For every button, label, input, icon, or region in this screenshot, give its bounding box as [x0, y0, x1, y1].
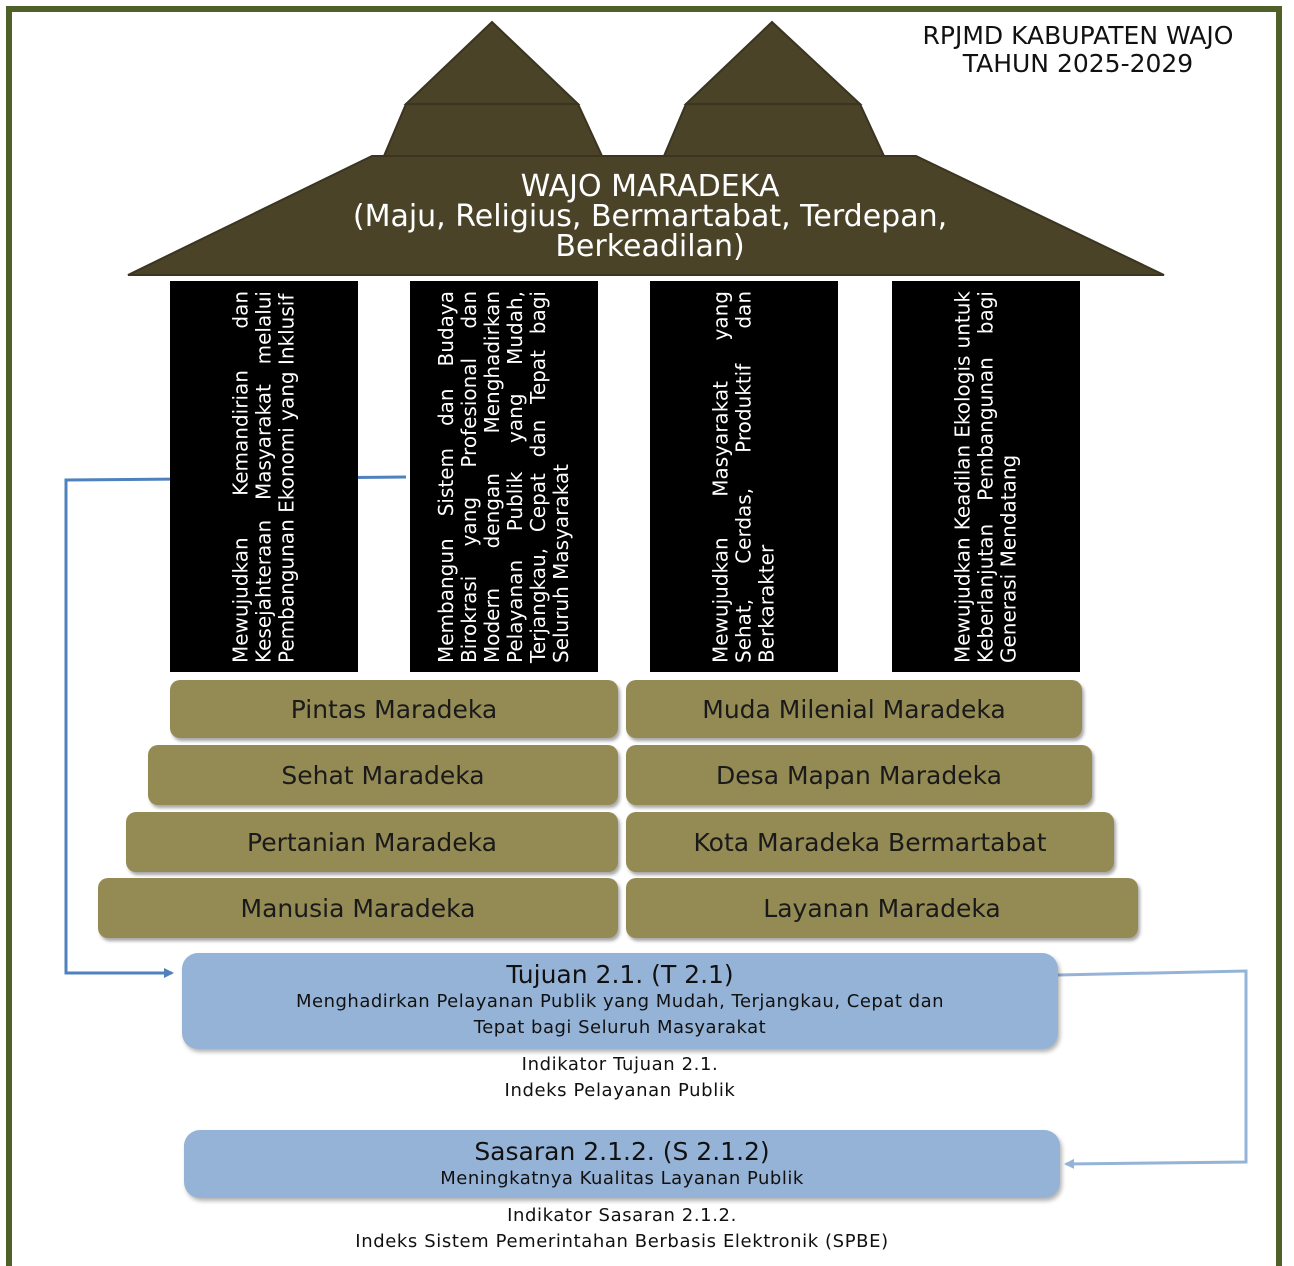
target-title: Sasaran 2.1.2. (S 2.1.2)	[474, 1137, 770, 1166]
goal-box: Tujuan 2.1. (T 2.1) Menghadirkan Pelayan…	[182, 953, 1058, 1049]
program-step-right-2: Desa Mapan Maradeka	[626, 745, 1092, 805]
target-line-1: Meningkatnya Kualitas Layanan Publik	[440, 1168, 804, 1189]
vision-statement: WAJO MARADEKA (Maju, Religius, Bermartab…	[230, 172, 1070, 262]
vision-line-3: Berkeadilan)	[555, 229, 745, 264]
program-step-left-4: Manusia Maradeka	[98, 878, 618, 938]
mission-text-2: Membangun Sistem dan Budaya Birokrasi ya…	[434, 290, 573, 663]
program-step-right-4: Layanan Maradeka	[626, 878, 1138, 938]
roof-peak-left	[403, 20, 581, 105]
goal-indicator-label: Indikator Tujuan 2.1.	[521, 1054, 719, 1075]
target-indicator-value: Indeks Sistem Pemerintahan Berbasis Elek…	[355, 1231, 889, 1252]
goal-line-1: Menghadirkan Pelayanan Publik yang Mudah…	[295, 991, 945, 1012]
title-line-2: TAHUN 2025-2029	[962, 49, 1194, 78]
program-step-left-1: Pintas Maradeka	[170, 680, 618, 738]
target-indicator-label: Indikator Sasaran 2.1.2.	[507, 1205, 737, 1226]
roof-peak-right	[683, 20, 863, 105]
program-step-right-1: Muda Milenial Maradeka	[626, 680, 1082, 738]
program-step-left-3: Pertanian Maradeka	[126, 812, 618, 872]
vision-line-2: (Maju, Religius, Bermartabat, Terdepan,	[352, 199, 948, 234]
document-title: RPJMD KABUPATEN WAJO TAHUN 2025-2029	[878, 22, 1278, 78]
mission-text-4: Mewujudkan Keadilan Ekologis untuk Keber…	[950, 290, 1021, 663]
goal-indicator-value: Indeks Pelayanan Publik	[504, 1080, 736, 1101]
roof-main	[127, 155, 1165, 276]
mission-text-1: Mewujudkan Kemandirian dan Kesejahteraan…	[228, 290, 299, 663]
outer-frame	[6, 6, 1282, 1266]
mission-pillar-2: Membangun Sistem dan Budaya Birokrasi ya…	[410, 281, 598, 672]
target-box: Sasaran 2.1.2. (S 2.1.2) Meningkatnya Ku…	[184, 1130, 1060, 1198]
mission-text-3: Mewujudkan Masyarakat yang Sehat, Cerdas…	[708, 290, 779, 663]
goal-title: Tujuan 2.1. (T 2.1)	[506, 960, 734, 989]
target-indicator: Indikator Sasaran 2.1.2. Indeks Sistem P…	[184, 1203, 1060, 1255]
vision-line-1: WAJO MARADEKA	[520, 169, 780, 204]
roof-peak-left-lower	[382, 103, 604, 157]
title-line-1: RPJMD KABUPATEN WAJO	[922, 21, 1234, 50]
roof-peak-right-lower	[662, 103, 886, 157]
mission-pillar-1: Mewujudkan Kemandirian dan Kesejahteraan…	[170, 281, 358, 672]
connector-arrow-right	[1057, 969, 1248, 1169]
goal-line-2: Tepat bagi Seluruh Masyarakat	[473, 1017, 767, 1038]
mission-pillar-4: Mewujudkan Keadilan Ekologis untuk Keber…	[892, 281, 1080, 672]
program-step-right-3: Kota Maradeka Bermartabat	[626, 812, 1114, 872]
mission-pillar-3: Mewujudkan Masyarakat yang Sehat, Cerdas…	[650, 281, 838, 672]
program-step-left-2: Sehat Maradeka	[148, 745, 618, 805]
goal-indicator: Indikator Tujuan 2.1. Indeks Pelayanan P…	[182, 1052, 1058, 1104]
